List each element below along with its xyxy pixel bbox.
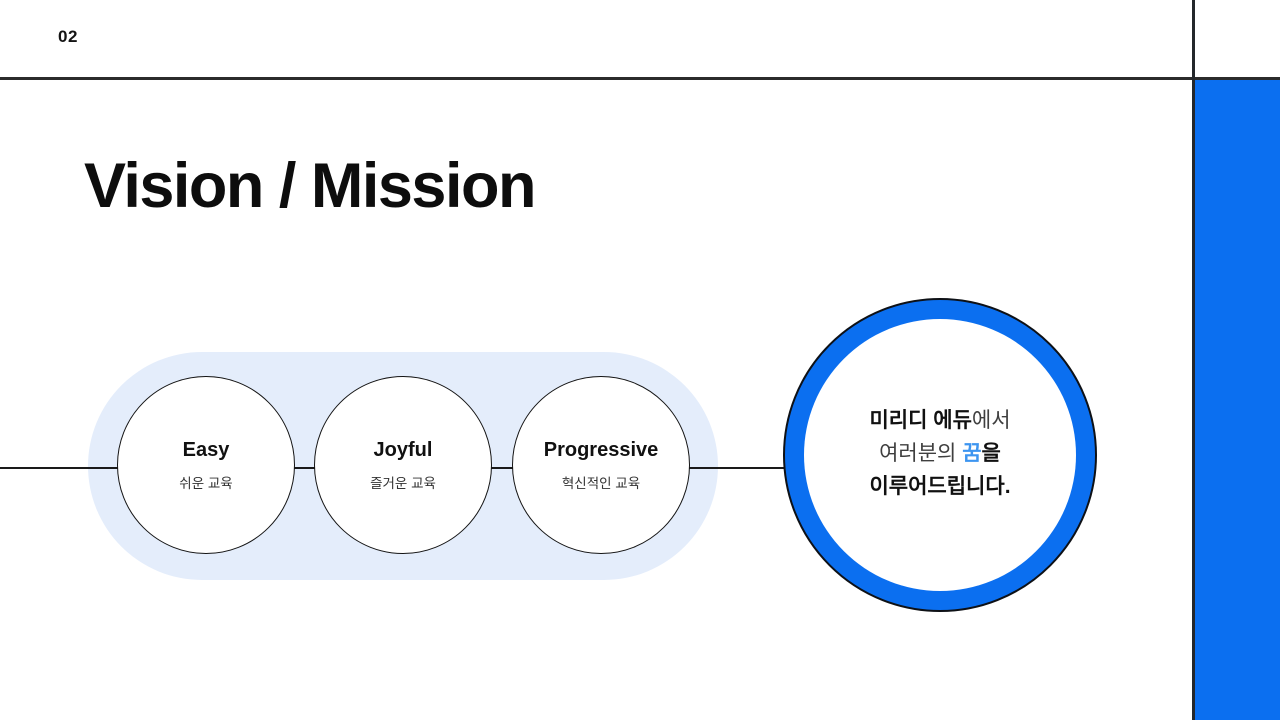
value-label: Easy [182, 438, 230, 461]
value-circle-easy: Easy 쉬운 교육 [117, 376, 295, 554]
value-circle-joyful: Joyful 즐거운 교육 [314, 376, 492, 554]
value-circle-progressive: Progressive 혁신적인 교육 [512, 376, 690, 554]
value-label: Joyful [373, 438, 433, 461]
value-sublabel: 혁신적인 교육 [561, 475, 641, 491]
top-divider-line [0, 77, 1280, 80]
mission-line1-rest: 에서 [971, 408, 1011, 432]
value-sublabel: 쉬운 교육 [179, 475, 233, 491]
right-vertical-line [1192, 0, 1195, 720]
value-sublabel: 즐거운 교육 [370, 475, 436, 491]
right-accent-bar [1195, 80, 1280, 720]
slide-title: Vision / Mission [84, 151, 536, 221]
mission-line1-bold: 미리디 에듀 [869, 408, 972, 432]
page-number: 02 [58, 27, 78, 46]
value-label: Progressive [543, 438, 659, 461]
mission-line2-pre: 여러분의 [879, 441, 963, 465]
mission-line3: 이루어드립니다. [869, 474, 1011, 498]
mission-line2-highlight: 꿈 [962, 441, 982, 465]
mission-line2-post: 을 [981, 441, 1001, 465]
